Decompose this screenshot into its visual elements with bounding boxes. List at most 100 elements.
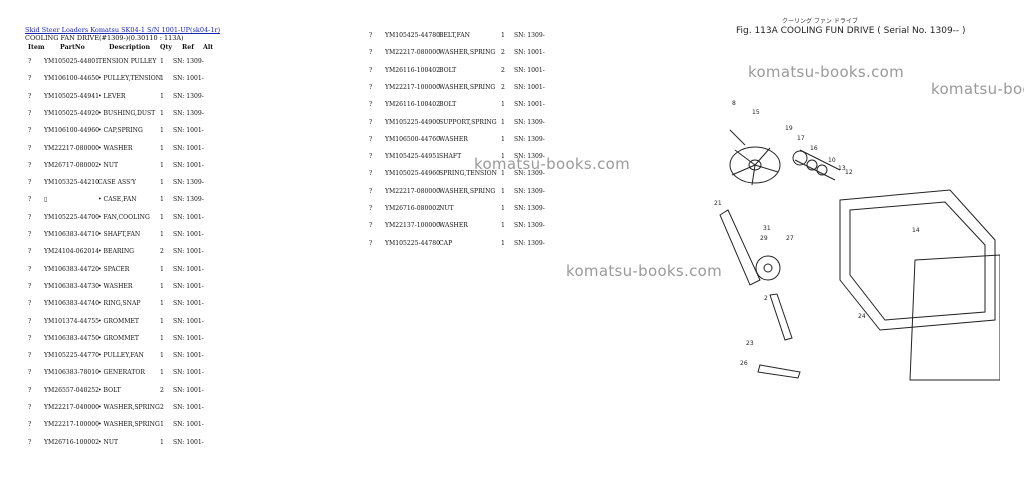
qty-cell: 2	[160, 386, 164, 394]
callout-2: 2	[764, 295, 768, 302]
partno-cell: YM26557-040252	[44, 386, 99, 394]
item-cell: ?	[28, 265, 32, 273]
partno-cell: ▯	[44, 196, 48, 204]
description-cell: • BEARING	[98, 248, 135, 256]
qty-cell: 2	[501, 66, 505, 74]
partno-cell: YM22217-100000	[385, 83, 440, 91]
description-cell: • PULLEY,TENSION	[98, 75, 162, 83]
qty-cell: 1	[501, 135, 505, 143]
item-cell: ?	[369, 187, 373, 195]
serial-cell: SN: 1001-	[173, 282, 204, 290]
col-item: Item	[28, 44, 45, 51]
qty-cell: 1	[160, 179, 164, 187]
item-cell: ?	[28, 404, 32, 411]
partno-cell: YM105325-44210	[44, 179, 99, 187]
description-cell: SUPPORT,SPRING	[439, 118, 497, 126]
serial-cell: SN: 1309-	[173, 92, 204, 100]
description-cell: • WASHER,SPRING	[98, 404, 160, 411]
qty-cell: 1	[160, 127, 164, 135]
description-cell: SHAFT	[439, 153, 462, 161]
partno-cell: YM106383-44730	[44, 282, 99, 290]
item-cell: ?	[28, 58, 32, 65]
callout-12: 12	[845, 169, 853, 176]
serial-cell: SN: 1309-	[514, 205, 545, 212]
item-cell: ?	[28, 386, 32, 394]
partno-cell: YM26716-100002	[44, 438, 99, 446]
callout-31: 31	[763, 225, 771, 232]
description-cell: • BOLT	[98, 386, 121, 394]
serial-cell: SN: 1309-	[173, 58, 204, 65]
qty-cell: 2	[160, 404, 164, 411]
serial-cell: SN: 1309-	[514, 239, 545, 247]
figure-serial: ( Serial No. 1309-- )	[877, 26, 966, 36]
qty-cell: 1	[160, 317, 164, 325]
item-cell: ?	[28, 109, 32, 117]
description-cell: • GROMMET	[98, 317, 139, 325]
qty-cell: 1	[160, 58, 164, 65]
partno-cell: YM22217-040000	[44, 404, 99, 411]
serial-cell: SN: 1001-	[173, 213, 204, 221]
description-cell: BOLT	[439, 66, 457, 74]
watermark-4: komatsu-books.com	[566, 262, 723, 280]
fan-case-outline	[839, 189, 996, 331]
item-cell: ?	[28, 317, 32, 325]
qty-cell: 1	[160, 352, 164, 360]
qty-cell: 1	[160, 109, 164, 117]
partno-cell: YM106100-44960	[44, 127, 99, 135]
serial-cell: SN: 1309-	[514, 32, 545, 39]
partno-cell: YM105025-44801	[44, 58, 99, 65]
description-cell: WASHER,SPRING	[439, 83, 496, 91]
description-cell: CAP	[439, 239, 453, 247]
item-cell: ?	[28, 231, 32, 238]
serial-cell: SN: 1001-	[173, 421, 204, 429]
washer-part	[816, 164, 828, 176]
partno-cell: YM106383-44710	[44, 231, 99, 238]
item-cell: ?	[369, 49, 373, 57]
partno-cell: YM105225-44900	[385, 118, 440, 126]
qty-cell: 1	[160, 75, 164, 83]
description-cell: • CASE,FAN	[98, 196, 137, 204]
qty-cell: 1	[501, 187, 505, 195]
item-cell: ?	[369, 222, 373, 230]
serial-cell: SN: 1001-	[173, 334, 204, 342]
item-cell: ?	[28, 421, 32, 429]
support-spring	[757, 364, 801, 379]
fan-blades	[731, 147, 779, 186]
fan-case-inner	[849, 201, 986, 321]
description-cell: • LEVER	[98, 92, 126, 100]
watermark-2: komatsu-boo	[931, 80, 1024, 98]
partno-cell: YM26116-100402	[385, 101, 440, 109]
serial-cell: SN: 1001-	[514, 49, 545, 57]
item-cell: ?	[28, 352, 32, 360]
description-cell: • SHAFT,FAN	[98, 231, 141, 238]
partno-cell: YM105025-44960	[385, 170, 440, 178]
partno-cell: YM106383-44740	[44, 300, 99, 308]
qty-cell: 1	[501, 118, 505, 126]
tension-pulley-hub	[763, 263, 773, 273]
figure-jp-title: クーリング ファン ドライブ	[782, 18, 858, 25]
partno-cell: YM106500-44760	[385, 135, 440, 143]
catalog-link-text[interactable]: Skid Steer Loaders Komatsu SK04-1 S/N 10…	[25, 26, 221, 34]
partno-cell: YM105025-44941	[44, 92, 99, 100]
catalog-link[interactable]: Skid Steer Loaders Komatsu SK04-1 S/N 10…	[25, 26, 220, 34]
description-cell: • PULLEY,FAN	[98, 352, 144, 360]
qty-cell: 1	[160, 92, 164, 100]
description-cell: • GROMMET	[98, 334, 139, 342]
item-cell: ?	[369, 66, 373, 74]
qty-cell: 1	[160, 231, 164, 238]
partno-cell: YM105225-44700	[44, 213, 99, 221]
serial-cell: SN: 1001-	[173, 317, 204, 325]
item-cell: ?	[28, 179, 32, 187]
serial-cell: SN: 1309-	[514, 153, 545, 161]
